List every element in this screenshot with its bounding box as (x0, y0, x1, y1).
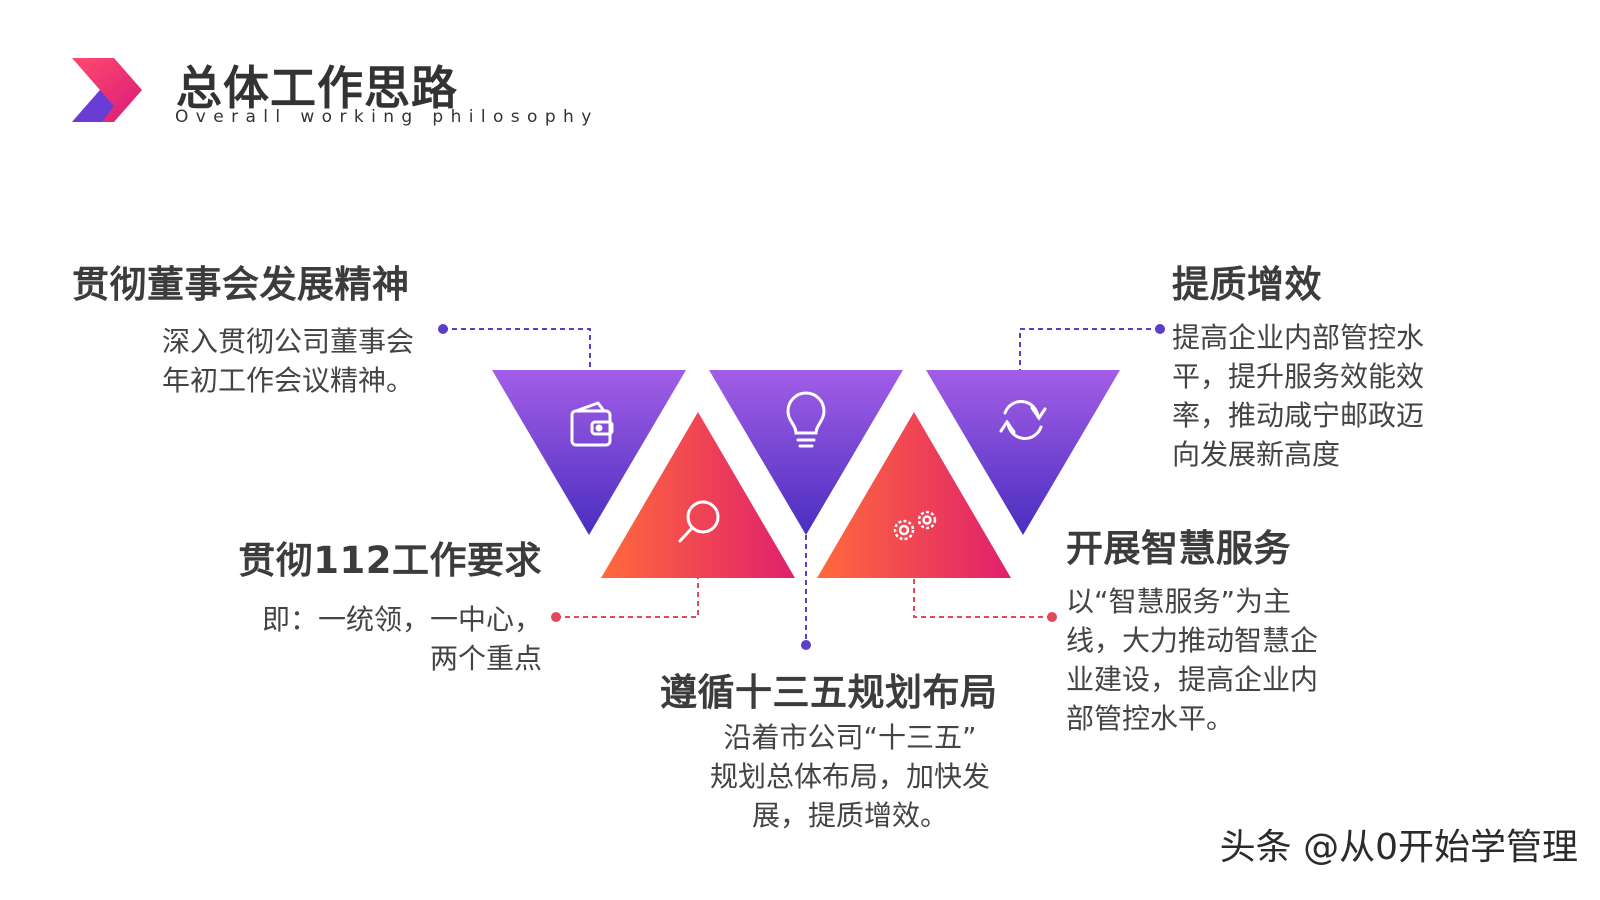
brand-logo (72, 58, 142, 122)
item-5-text: 提高企业内部管控水 平，提升服务效能效 率，推动咸宁邮政迈 向发展新高度 (1172, 321, 1425, 471)
item-4-heading: 开展智慧服务 (1066, 527, 1291, 570)
search-icon (678, 500, 720, 543)
item-1-heading: 贯彻董事会发展精神 (72, 263, 410, 306)
item-3-text: 沿着市公司“十三五” 规划总体布局，加快发 展，提质增效。 (709, 721, 990, 832)
wallet-icon (570, 401, 614, 447)
refresh-icon (999, 400, 1047, 440)
connector-1 (443, 328, 591, 370)
triangle-purple-1 (492, 370, 686, 535)
triangle-purple-2 (709, 370, 903, 535)
connector-dot-3 (801, 640, 811, 650)
triangle-orange-1 (601, 412, 795, 578)
triangle-orange-2 (817, 412, 1011, 578)
connector-dot-5 (1155, 324, 1165, 334)
connector-2 (556, 578, 699, 618)
page-subtitle: Overall working philosophy (175, 107, 599, 127)
connector-dot-2 (551, 612, 561, 622)
item-1-text: 深入贯彻公司董事会 年初工作会议精神。 (162, 325, 415, 397)
gears-icon (893, 510, 937, 541)
watermark: 头条 @从0开始学管理 (1219, 827, 1578, 868)
triangle-purple-3 (926, 370, 1120, 535)
item-5-heading: 提质增效 (1172, 263, 1322, 306)
connector-4 (913, 578, 1052, 618)
item-2-text: 即：一统领，一中心， 两个重点 (261, 603, 542, 675)
item-2-heading: 贯彻112工作要求 (238, 539, 542, 582)
connector-lines (443, 328, 1160, 645)
connector-5 (1019, 328, 1160, 370)
item-3-heading: 遵循十三五规划布局 (660, 671, 998, 714)
lightbulb-icon (786, 391, 826, 448)
connector-dot-1 (438, 324, 448, 334)
item-4-text: 以“智慧服务”为主 线，大力推动智慧企 业建设，提高企业内 部管控水平。 (1066, 585, 1319, 735)
connector-dot-4 (1047, 612, 1057, 622)
page-title: 总体工作思路 (176, 61, 458, 115)
